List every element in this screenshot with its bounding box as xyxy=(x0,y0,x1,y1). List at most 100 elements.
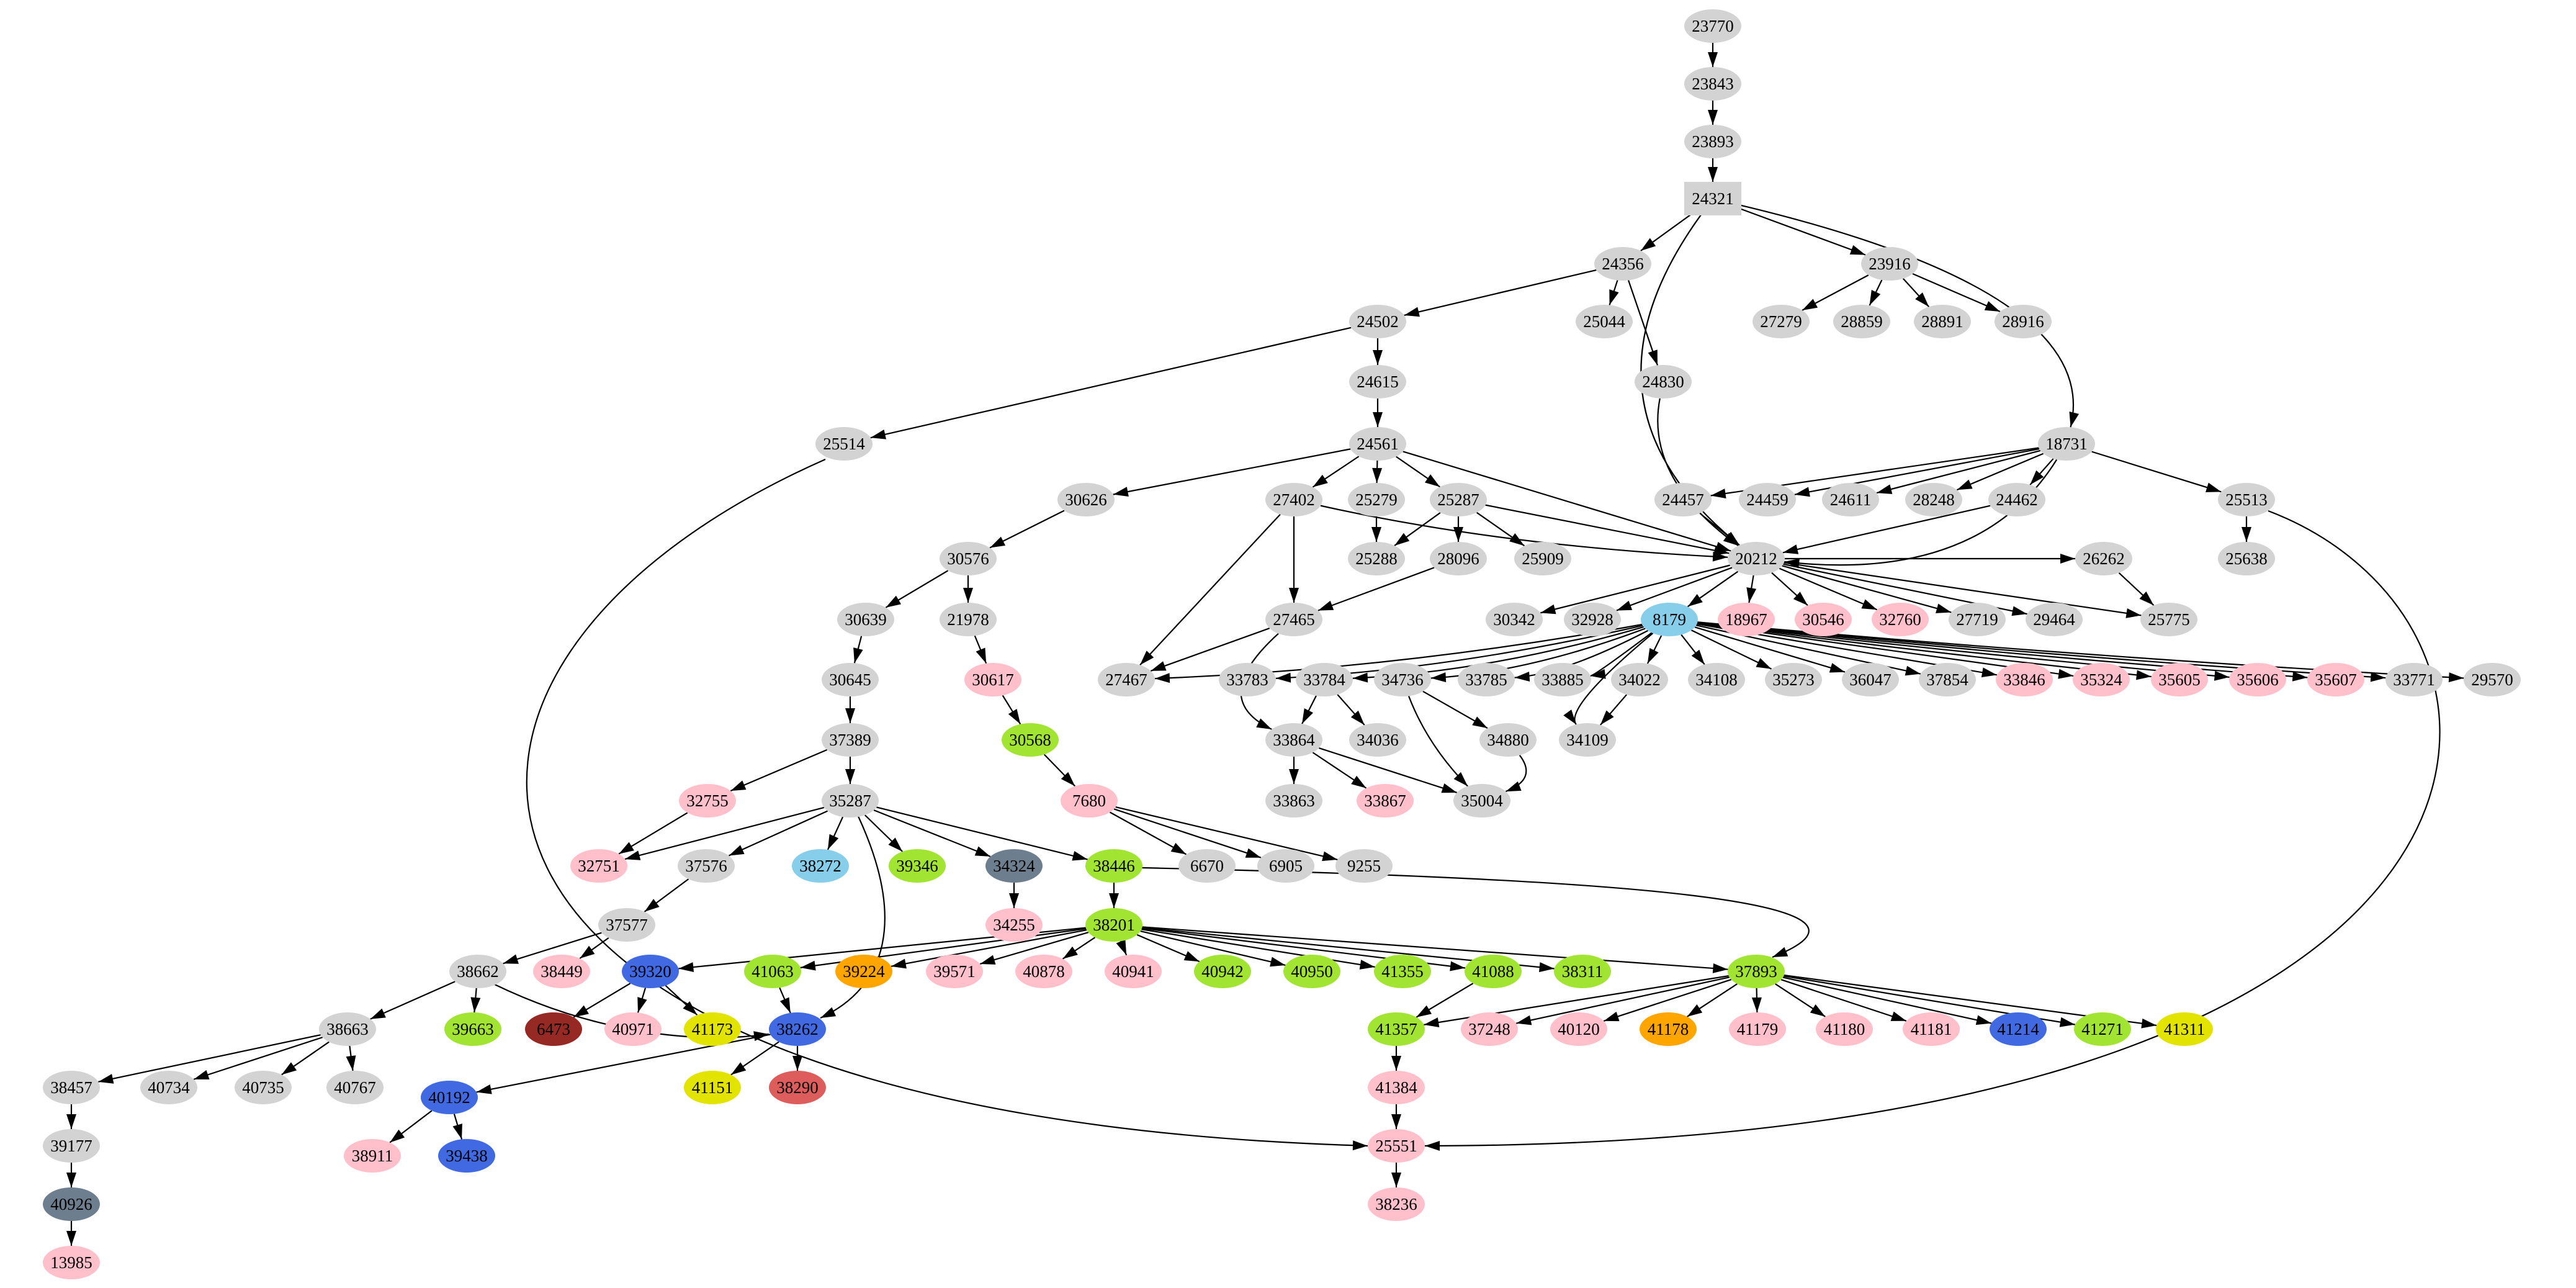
node-37577: 37577 xyxy=(598,908,655,942)
node-shape-40942 xyxy=(1194,955,1251,988)
node-label-33864: 33864 xyxy=(1273,731,1315,749)
node-label-24459: 24459 xyxy=(1746,490,1788,509)
edge-23916-28916 xyxy=(1912,273,2001,312)
node-shape-40120 xyxy=(1550,1012,1607,1046)
node-label-40192: 40192 xyxy=(428,1088,470,1107)
node-41355: 41355 xyxy=(1374,955,1431,988)
node-32755: 32755 xyxy=(679,784,736,817)
edge-40192-39438 xyxy=(452,1114,463,1140)
node-shape-30342 xyxy=(1486,603,1543,636)
node-label-34880: 34880 xyxy=(1487,731,1529,749)
edge-30576-30639 xyxy=(885,570,949,608)
node-shape-28916 xyxy=(1995,305,2052,338)
node-25288: 25288 xyxy=(1348,542,1405,575)
edge-38663-40734 xyxy=(193,1037,323,1080)
node-38449: 38449 xyxy=(533,955,590,988)
node-41384: 41384 xyxy=(1368,1071,1425,1104)
node-shape-35606 xyxy=(2229,663,2286,696)
node-30576: 30576 xyxy=(940,542,997,575)
node-shape-38272 xyxy=(792,849,849,883)
edge-25514-25551 xyxy=(526,458,1368,1151)
edge-24561-27402 xyxy=(1312,456,1360,488)
node-shape-25551 xyxy=(1368,1129,1425,1163)
node-shape-21978 xyxy=(940,603,997,636)
node-20212: 20212 xyxy=(1728,542,1785,575)
node-39177: 39177 xyxy=(43,1129,100,1163)
node-28096: 28096 xyxy=(1430,542,1487,575)
node-label-26262: 26262 xyxy=(2083,549,2125,568)
node-38446: 38446 xyxy=(1085,849,1142,883)
node-label-25287: 25287 xyxy=(1437,490,1479,509)
edge-35287-38262 xyxy=(820,814,886,1019)
edge-25287-25909 xyxy=(1476,511,1525,547)
node-7680: 7680 xyxy=(1061,784,1118,817)
node-label-33783: 33783 xyxy=(1226,670,1268,689)
node-shape-38911 xyxy=(344,1139,401,1173)
node-34880: 34880 xyxy=(1479,723,1537,757)
node-label-27402: 27402 xyxy=(1273,490,1315,509)
node-25775: 25775 xyxy=(2140,603,2197,636)
node-shape-27465 xyxy=(1265,603,1322,636)
node-shape-39224 xyxy=(835,955,892,988)
node-shape-33864 xyxy=(1265,723,1322,757)
node-label-6905: 6905 xyxy=(1269,857,1303,875)
node-25909: 25909 xyxy=(1514,542,1571,575)
node-label-37389: 37389 xyxy=(829,731,871,749)
node-label-8179: 8179 xyxy=(1653,610,1686,629)
node-41088: 41088 xyxy=(1465,955,1522,988)
node-label-41271: 41271 xyxy=(2081,1020,2124,1038)
edge-35287-32751 xyxy=(624,806,825,860)
node-25279: 25279 xyxy=(1348,483,1405,516)
node-label-35605: 35605 xyxy=(2158,670,2201,689)
node-shape-23770 xyxy=(1684,9,1741,43)
node-shape-39320 xyxy=(622,955,679,988)
node-6905: 6905 xyxy=(1257,849,1314,883)
node-shape-35273 xyxy=(1765,663,1822,696)
edge-24561-25287 xyxy=(1396,456,1440,488)
node-35273: 35273 xyxy=(1765,663,1822,696)
edge-37893-40120 xyxy=(1603,979,1732,1022)
edge-20212-18967 xyxy=(1746,575,1757,603)
edge-7680-6670 xyxy=(1109,811,1187,855)
node-shape-40950 xyxy=(1283,955,1340,988)
node-shape-32751 xyxy=(570,849,627,883)
node-label-35004: 35004 xyxy=(1461,791,1503,810)
node-40950: 40950 xyxy=(1283,955,1340,988)
node-shape-40735 xyxy=(235,1071,292,1104)
node-label-30342: 30342 xyxy=(1493,610,1535,629)
node-23893: 23893 xyxy=(1684,125,1741,158)
node-shape-32928 xyxy=(1564,603,1621,636)
node-shape-37389 xyxy=(822,723,879,757)
node-shape-30645 xyxy=(822,663,879,696)
edge-40192-38911 xyxy=(389,1110,433,1143)
node-28916: 28916 xyxy=(1995,305,2052,338)
node-label-25044: 25044 xyxy=(1583,312,1625,331)
node-shape-30568 xyxy=(1002,723,1059,757)
edge-33864-33867 xyxy=(1312,752,1367,789)
node-30626: 30626 xyxy=(1057,483,1115,516)
node-shape-39177 xyxy=(43,1129,100,1163)
node-37389: 37389 xyxy=(822,723,879,757)
node-label-29464: 29464 xyxy=(2033,610,2075,629)
node-41179: 41179 xyxy=(1729,1012,1786,1046)
node-shape-25513 xyxy=(2218,483,2275,516)
node-40735: 40735 xyxy=(235,1071,292,1104)
edge-8179-35606 xyxy=(1697,622,2230,681)
node-shape-34036 xyxy=(1349,723,1406,757)
node-shape-9255 xyxy=(1335,849,1393,883)
node-24459: 24459 xyxy=(1739,483,1796,516)
node-23916: 23916 xyxy=(1861,247,1918,281)
node-shape-25775 xyxy=(2140,603,2197,636)
node-shape-38449 xyxy=(533,955,590,988)
node-24321: 24321 xyxy=(1684,182,1741,215)
node-label-41179: 41179 xyxy=(1737,1020,1779,1038)
node-shape-35607 xyxy=(2307,663,2364,696)
node-27279: 27279 xyxy=(1752,305,1810,338)
node-label-25288: 25288 xyxy=(1355,549,1398,568)
node-shape-33771 xyxy=(2385,663,2443,696)
node-24561: 24561 xyxy=(1349,427,1406,461)
node-shape-41384 xyxy=(1368,1071,1425,1104)
edge-24321-18731 xyxy=(1739,204,2079,428)
node-shape-24459 xyxy=(1739,483,1796,516)
node-24615: 24615 xyxy=(1349,365,1406,399)
